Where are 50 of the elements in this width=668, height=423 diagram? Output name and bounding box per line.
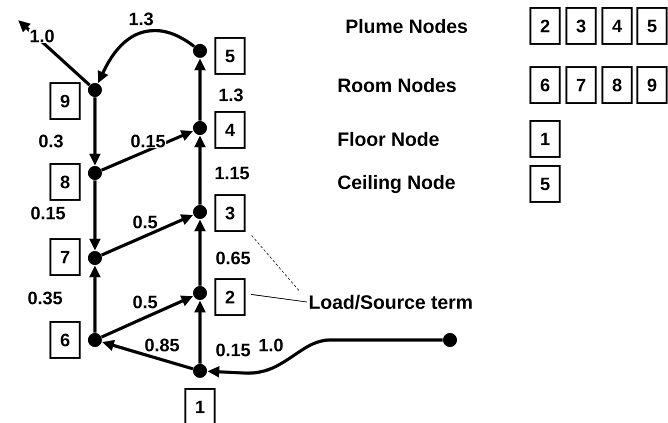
node-number-box: 1 — [529, 120, 561, 158]
node-number-box: 9 — [636, 66, 668, 104]
edge-label: 1.3 — [128, 12, 154, 26]
edge-label: 1.0 — [28, 28, 56, 44]
category-label: Ceiling Node — [338, 174, 455, 194]
leader-line — [250, 234, 300, 291]
junction-dot — [88, 83, 102, 97]
edge-label: 0.15 — [214, 342, 252, 358]
junction-dot — [88, 251, 102, 265]
junction-dot — [193, 286, 207, 300]
edge-label: 0.65 — [214, 250, 252, 266]
node-number-box: 3 — [214, 194, 246, 232]
node-number-box: 9 — [49, 82, 81, 120]
edge-label: 0.5 — [132, 294, 158, 310]
edge-label: 1.0 — [258, 338, 284, 352]
edge-label: 0.85 — [144, 338, 180, 352]
node-number-box: 1 — [184, 388, 216, 423]
node-number-box: 6 — [529, 66, 561, 104]
edge-label: 1.15 — [214, 166, 250, 180]
node-number-box: 4 — [601, 7, 633, 45]
node-number-box: 5 — [214, 37, 246, 75]
node-number-box: 7 — [49, 238, 81, 276]
node-number-box: 2 — [214, 278, 246, 316]
category-label: Floor Node — [338, 132, 439, 146]
node-number-box: 8 — [49, 163, 81, 201]
edge-label: 0.5 — [132, 214, 158, 230]
junction-dot — [193, 121, 207, 135]
junction-dot — [88, 166, 102, 180]
node-number-box: 5 — [636, 7, 668, 45]
edge-label: 0.15 — [130, 134, 166, 148]
node-number-box: 5 — [529, 165, 561, 203]
edge-label: 1.3 — [218, 88, 244, 102]
junction-dot — [193, 364, 207, 378]
node-number-box: 4 — [214, 111, 246, 149]
edge-label: 0.35 — [26, 290, 64, 306]
node-number-box: 6 — [49, 321, 81, 359]
junction-dot — [193, 44, 207, 58]
junction-dot — [88, 333, 102, 347]
edge-label: 0.3 — [38, 134, 64, 148]
junction-dot — [193, 205, 207, 219]
edge-label: 0.15 — [30, 206, 66, 220]
node-number-box: 7 — [565, 66, 597, 104]
node-number-box: 2 — [529, 7, 561, 45]
node-number-box: 3 — [565, 7, 597, 45]
category-label: Plume Nodes — [346, 18, 468, 34]
annotation-text: Load/Source term — [310, 294, 472, 310]
category-label: Room Nodes — [338, 78, 456, 92]
node-number-box: 8 — [601, 66, 633, 104]
leader-line — [250, 294, 308, 302]
junction-dot — [443, 333, 457, 347]
